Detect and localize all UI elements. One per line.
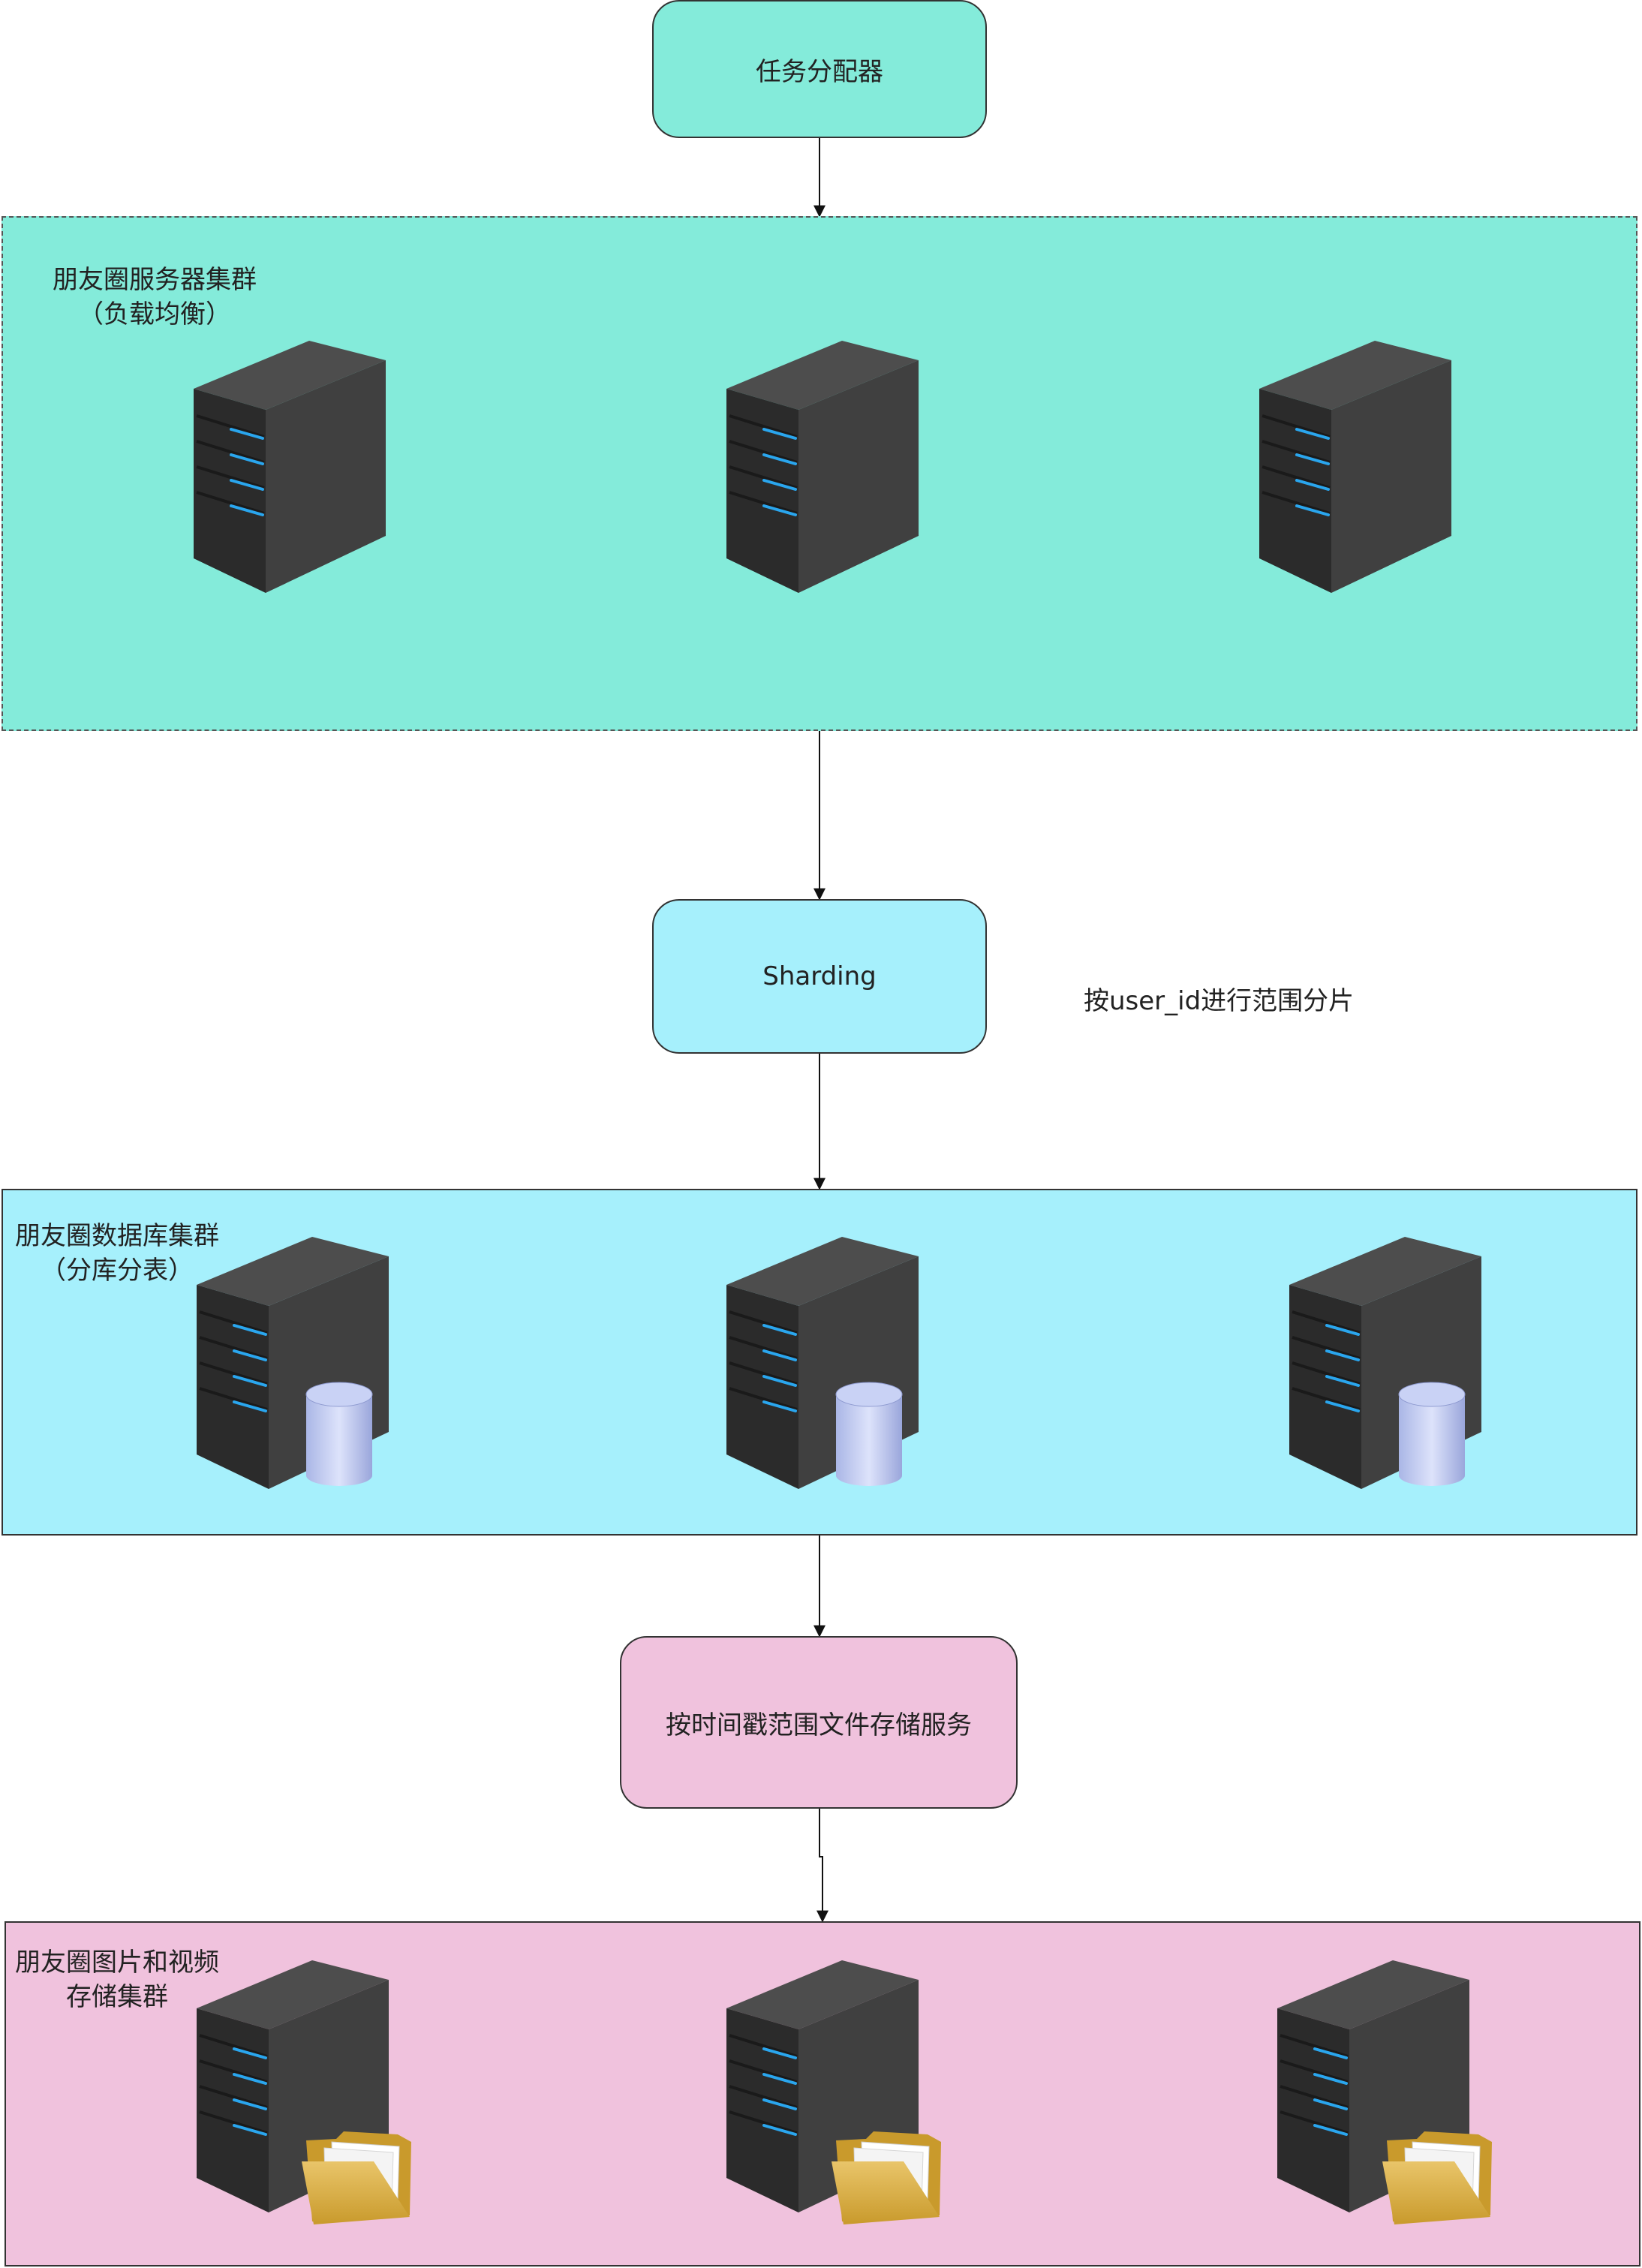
server-icon — [1259, 341, 1453, 594]
folder-icon — [832, 2131, 941, 2224]
file-server-icon — [197, 1960, 411, 2224]
database-cylinder-icon — [305, 1382, 373, 1486]
server-icon — [726, 341, 920, 594]
database-server-icon — [197, 1237, 390, 1490]
sharding-label: Sharding — [762, 961, 877, 991]
database-cylinder-icon — [1398, 1382, 1466, 1486]
file-server-icon — [726, 1960, 941, 2224]
database-server-icon — [726, 1237, 920, 1490]
app-cluster-label: 朋友圈服务器集群 （负载均衡） — [53, 265, 257, 329]
sharding-note: 按user_id进行范围分片 — [1084, 986, 1355, 1016]
storage-service-label: 按时间戳范围文件存储服务 — [666, 1710, 972, 1740]
task-dispatcher-box: 任务分配器 — [652, 0, 987, 138]
sharding-box: Sharding — [652, 899, 987, 1054]
task-dispatcher-label: 任务分配器 — [756, 56, 883, 87]
arrow-storage-to-media — [816, 1809, 829, 1923]
db-cluster-label: 朋友圈数据库集群 （分库分表） — [15, 1221, 219, 1286]
folder-icon — [1382, 2131, 1492, 2224]
database-cylinder-icon — [835, 1382, 903, 1486]
folder-icon — [302, 2131, 411, 2224]
storage-service-box: 按时间戳范围文件存储服务 — [620, 1636, 1018, 1809]
database-server-icon — [1289, 1237, 1483, 1490]
server-icon — [194, 341, 387, 594]
file-server-icon — [1277, 1960, 1492, 2224]
media-cluster-label: 朋友圈图片和视频 存储集群 — [15, 1948, 219, 2012]
